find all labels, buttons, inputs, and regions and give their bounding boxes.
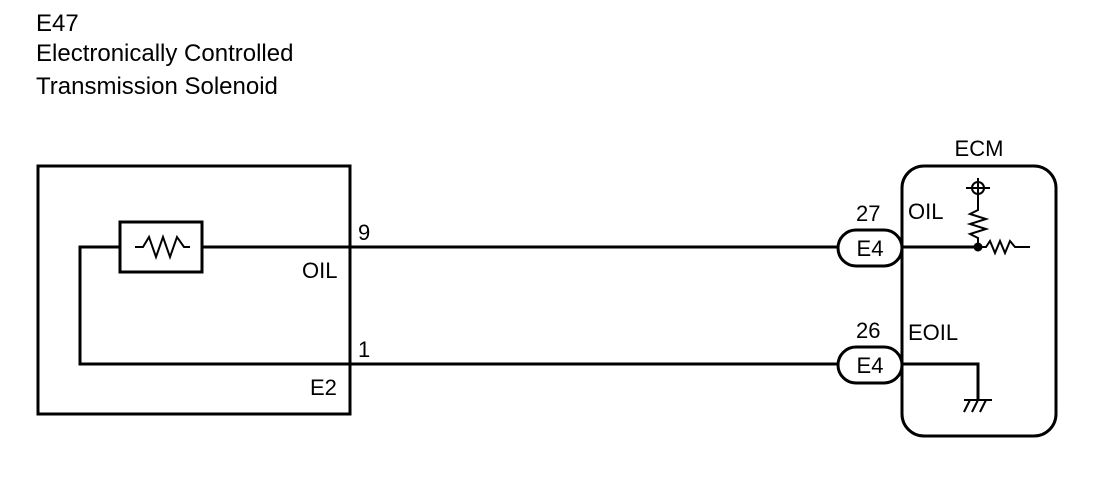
ground-icon bbox=[963, 399, 992, 413]
pin-26: 26 bbox=[856, 318, 880, 343]
ecm-title: ECM bbox=[955, 136, 1004, 161]
supply-terminal-icon bbox=[966, 178, 990, 206]
resistor-icon bbox=[978, 238, 1030, 256]
terminal-label-oil: OIL bbox=[302, 258, 337, 283]
resistor-icon bbox=[118, 220, 204, 274]
internal-wire bbox=[78, 245, 350, 366]
connector-label-e4-27: E4 bbox=[857, 236, 884, 261]
component-name-line1: Electronically Controlled bbox=[36, 40, 294, 67]
pin-27: 27 bbox=[856, 201, 880, 226]
resistor-icon bbox=[966, 206, 990, 247]
pin-9: 9 bbox=[358, 220, 370, 245]
terminal-label-e2: E2 bbox=[310, 375, 337, 400]
ecm-label-eoil: EOIL bbox=[908, 320, 958, 345]
ecm-label-oil: OIL bbox=[908, 199, 943, 224]
component-code: E47 bbox=[36, 10, 79, 37]
ecm-box bbox=[900, 164, 1058, 438]
solenoid-box bbox=[36, 164, 352, 416]
pin-1: 1 bbox=[358, 337, 370, 362]
connector-label-e4-26: E4 bbox=[857, 353, 884, 378]
ecm-internal-wire-eoil bbox=[902, 362, 980, 400]
component-name-line2: Transmission Solenoid bbox=[36, 73, 278, 100]
